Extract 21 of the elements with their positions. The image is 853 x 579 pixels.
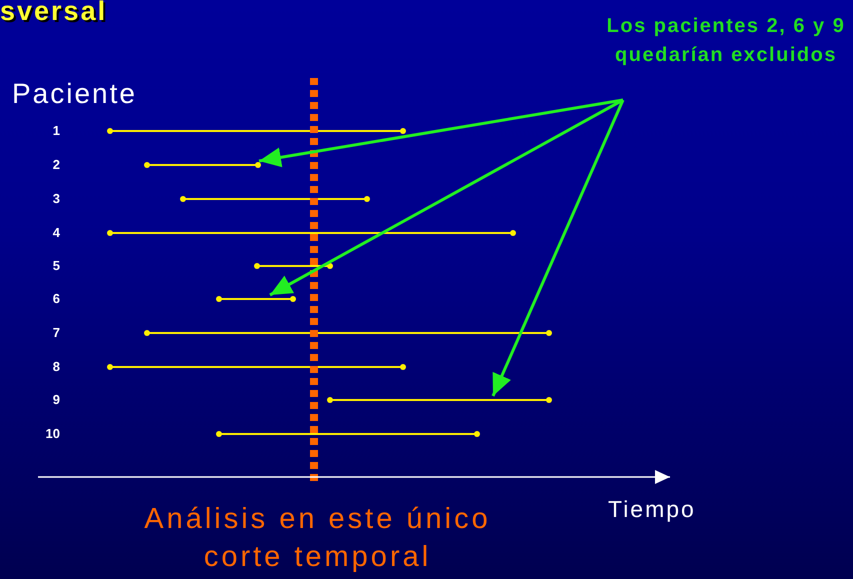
patient-number: 4 bbox=[52, 225, 60, 240]
slide-title: sversal bbox=[0, 0, 108, 27]
axis-label: Tiempo bbox=[608, 496, 696, 523]
axis-label: Paciente bbox=[12, 78, 137, 110]
patient-number: 5 bbox=[52, 258, 60, 273]
patient-number: 9 bbox=[52, 392, 60, 407]
timeline-bar bbox=[326, 396, 553, 404]
patient-number: 6 bbox=[52, 291, 60, 306]
patient-number: 7 bbox=[52, 325, 60, 340]
patient-number: 8 bbox=[52, 359, 60, 374]
timeline-bar bbox=[143, 161, 262, 169]
arrow bbox=[269, 98, 624, 296]
callout-note: Los pacientes 2, 6 y 9 quedarían excluidos bbox=[606, 14, 846, 68]
patient-number: 1 bbox=[52, 123, 60, 138]
timeline-bar bbox=[215, 295, 297, 303]
arrow bbox=[258, 98, 624, 168]
patient-number: 10 bbox=[44, 426, 60, 441]
patient-number: 2 bbox=[52, 157, 60, 172]
patient-number: 3 bbox=[52, 191, 60, 206]
arrow bbox=[492, 99, 624, 397]
cut-line-caption: Análisis en este único corte temporal bbox=[143, 502, 492, 575]
